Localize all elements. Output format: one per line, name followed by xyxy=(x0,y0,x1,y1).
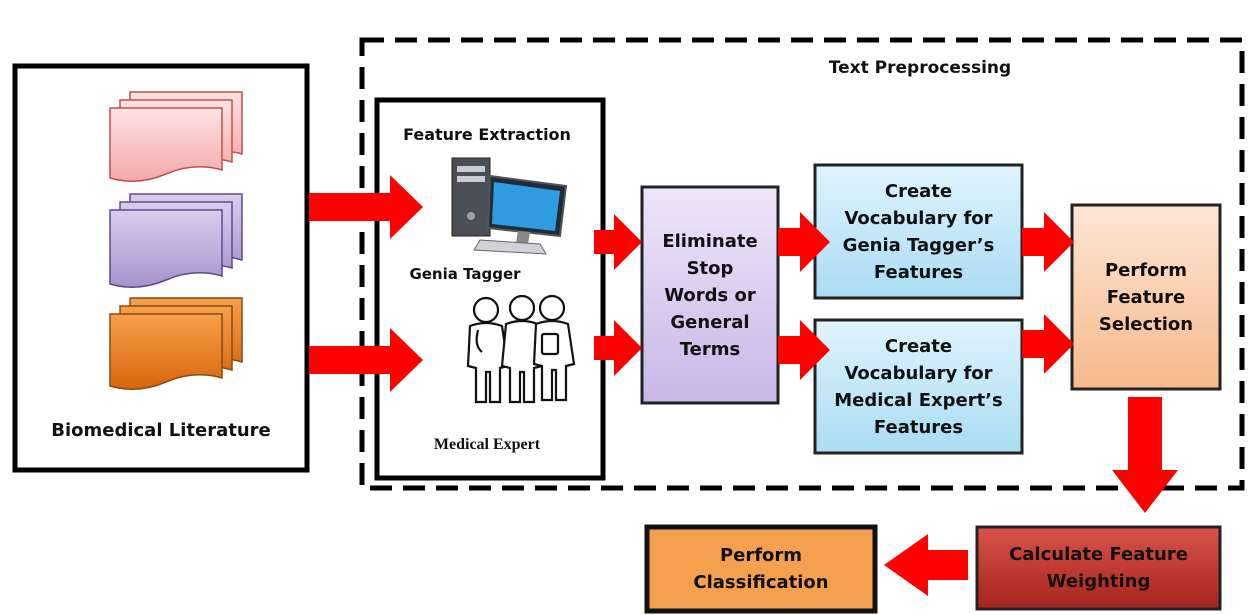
medical-expert-people-icon xyxy=(466,294,576,404)
vocab-expert-box: Create Vocabulary for Medical Expert’s F… xyxy=(815,320,1022,453)
vocab-genia-box-shape xyxy=(813,163,1024,300)
vocab-genia-box: Create Vocabulary for Genia Tagger’s Fea… xyxy=(815,165,1022,298)
feature-selection-box-shape xyxy=(1070,203,1222,391)
document-stack-orange-icon xyxy=(109,297,243,390)
genia-tagger-label: Genia Tagger xyxy=(409,265,521,283)
feature-weighting-text: Calculate Feature Weighting xyxy=(1009,544,1188,592)
classification-box: Perform Classification xyxy=(647,527,875,611)
eliminate-stop-words-text: Eliminate Stop Words or General Terms xyxy=(662,230,758,360)
classification-text: Perform Classification xyxy=(693,545,829,593)
feature-weighting-box: Calculate Feature Weighting xyxy=(977,527,1220,609)
vocab-expert-box-shape xyxy=(813,318,1024,455)
eliminate-box-shape xyxy=(640,185,780,405)
arrow-vocab-genia-to-selection xyxy=(1022,212,1074,272)
arrow-selection-to-weighting xyxy=(1112,397,1178,513)
arrow-vocab-expert-to-selection xyxy=(1022,314,1074,374)
arrow-weighting-to-classification xyxy=(884,534,968,596)
feature-selection-box: Perform Feature Selection xyxy=(1072,205,1220,389)
arrow-eliminate-to-vocab-expert xyxy=(778,320,830,380)
arrow-extraction-to-eliminate-top xyxy=(594,214,642,270)
arrow-literature-to-extraction-top xyxy=(309,175,423,239)
weighting-box-shape xyxy=(975,525,1222,611)
document-stack-purple-icon xyxy=(109,193,243,288)
eliminate-stop-words-box: Eliminate Stop Words or General Terms xyxy=(642,187,778,403)
feature-selection-text: Perform Feature Selection xyxy=(1098,259,1194,335)
vocab-genia-text: Create Vocabulary for Genia Tagger’s Fea… xyxy=(842,180,995,283)
computer-icon xyxy=(451,157,568,255)
feature-extraction-box xyxy=(374,97,606,481)
text-preprocessing-container xyxy=(359,37,1245,491)
vocab-expert-text: Create Vocabulary for Medical Expert’s F… xyxy=(834,335,1003,438)
biomedical-literature-caption: Biomedical Literature xyxy=(51,420,271,441)
arrow-literature-to-extraction-bottom xyxy=(309,328,423,392)
text-preprocessing-title: Text Preprocessing xyxy=(828,58,1012,78)
document-stack-pink-icon xyxy=(109,91,243,182)
arrow-extraction-to-eliminate-bottom xyxy=(594,320,642,376)
classification-box-shape xyxy=(644,524,878,614)
arrow-eliminate-to-vocab-genia xyxy=(778,212,830,272)
medical-expert-label: Medical Expert xyxy=(433,436,541,453)
feature-extraction-title: Feature Extraction xyxy=(403,125,571,144)
